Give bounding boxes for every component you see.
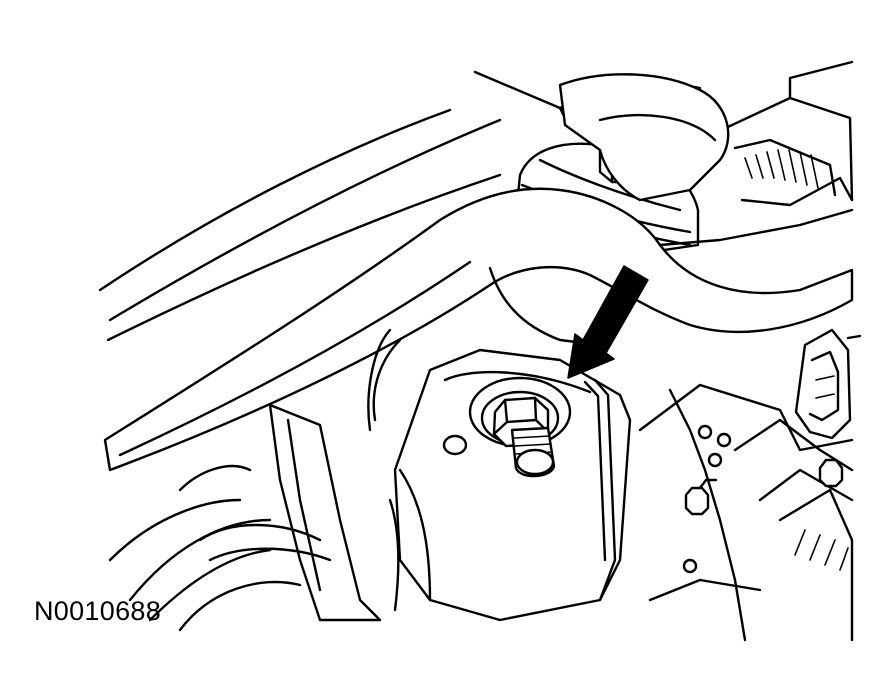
small-bolt-lower-right (684, 478, 718, 516)
figure-id-label: N0010688 (34, 596, 162, 626)
frame-bracket (367, 266, 632, 622)
engine-block-right (638, 383, 854, 642)
mount-bolt (468, 376, 572, 478)
electrical-connector (794, 328, 862, 440)
arrow-pointer-icon (567, 265, 649, 379)
wheel-and-suspension (108, 403, 432, 632)
sway-bar (103, 187, 854, 472)
alternator-housing (698, 60, 854, 207)
small-bolt-far-right (818, 458, 844, 488)
upper-control-arm (558, 73, 730, 202)
